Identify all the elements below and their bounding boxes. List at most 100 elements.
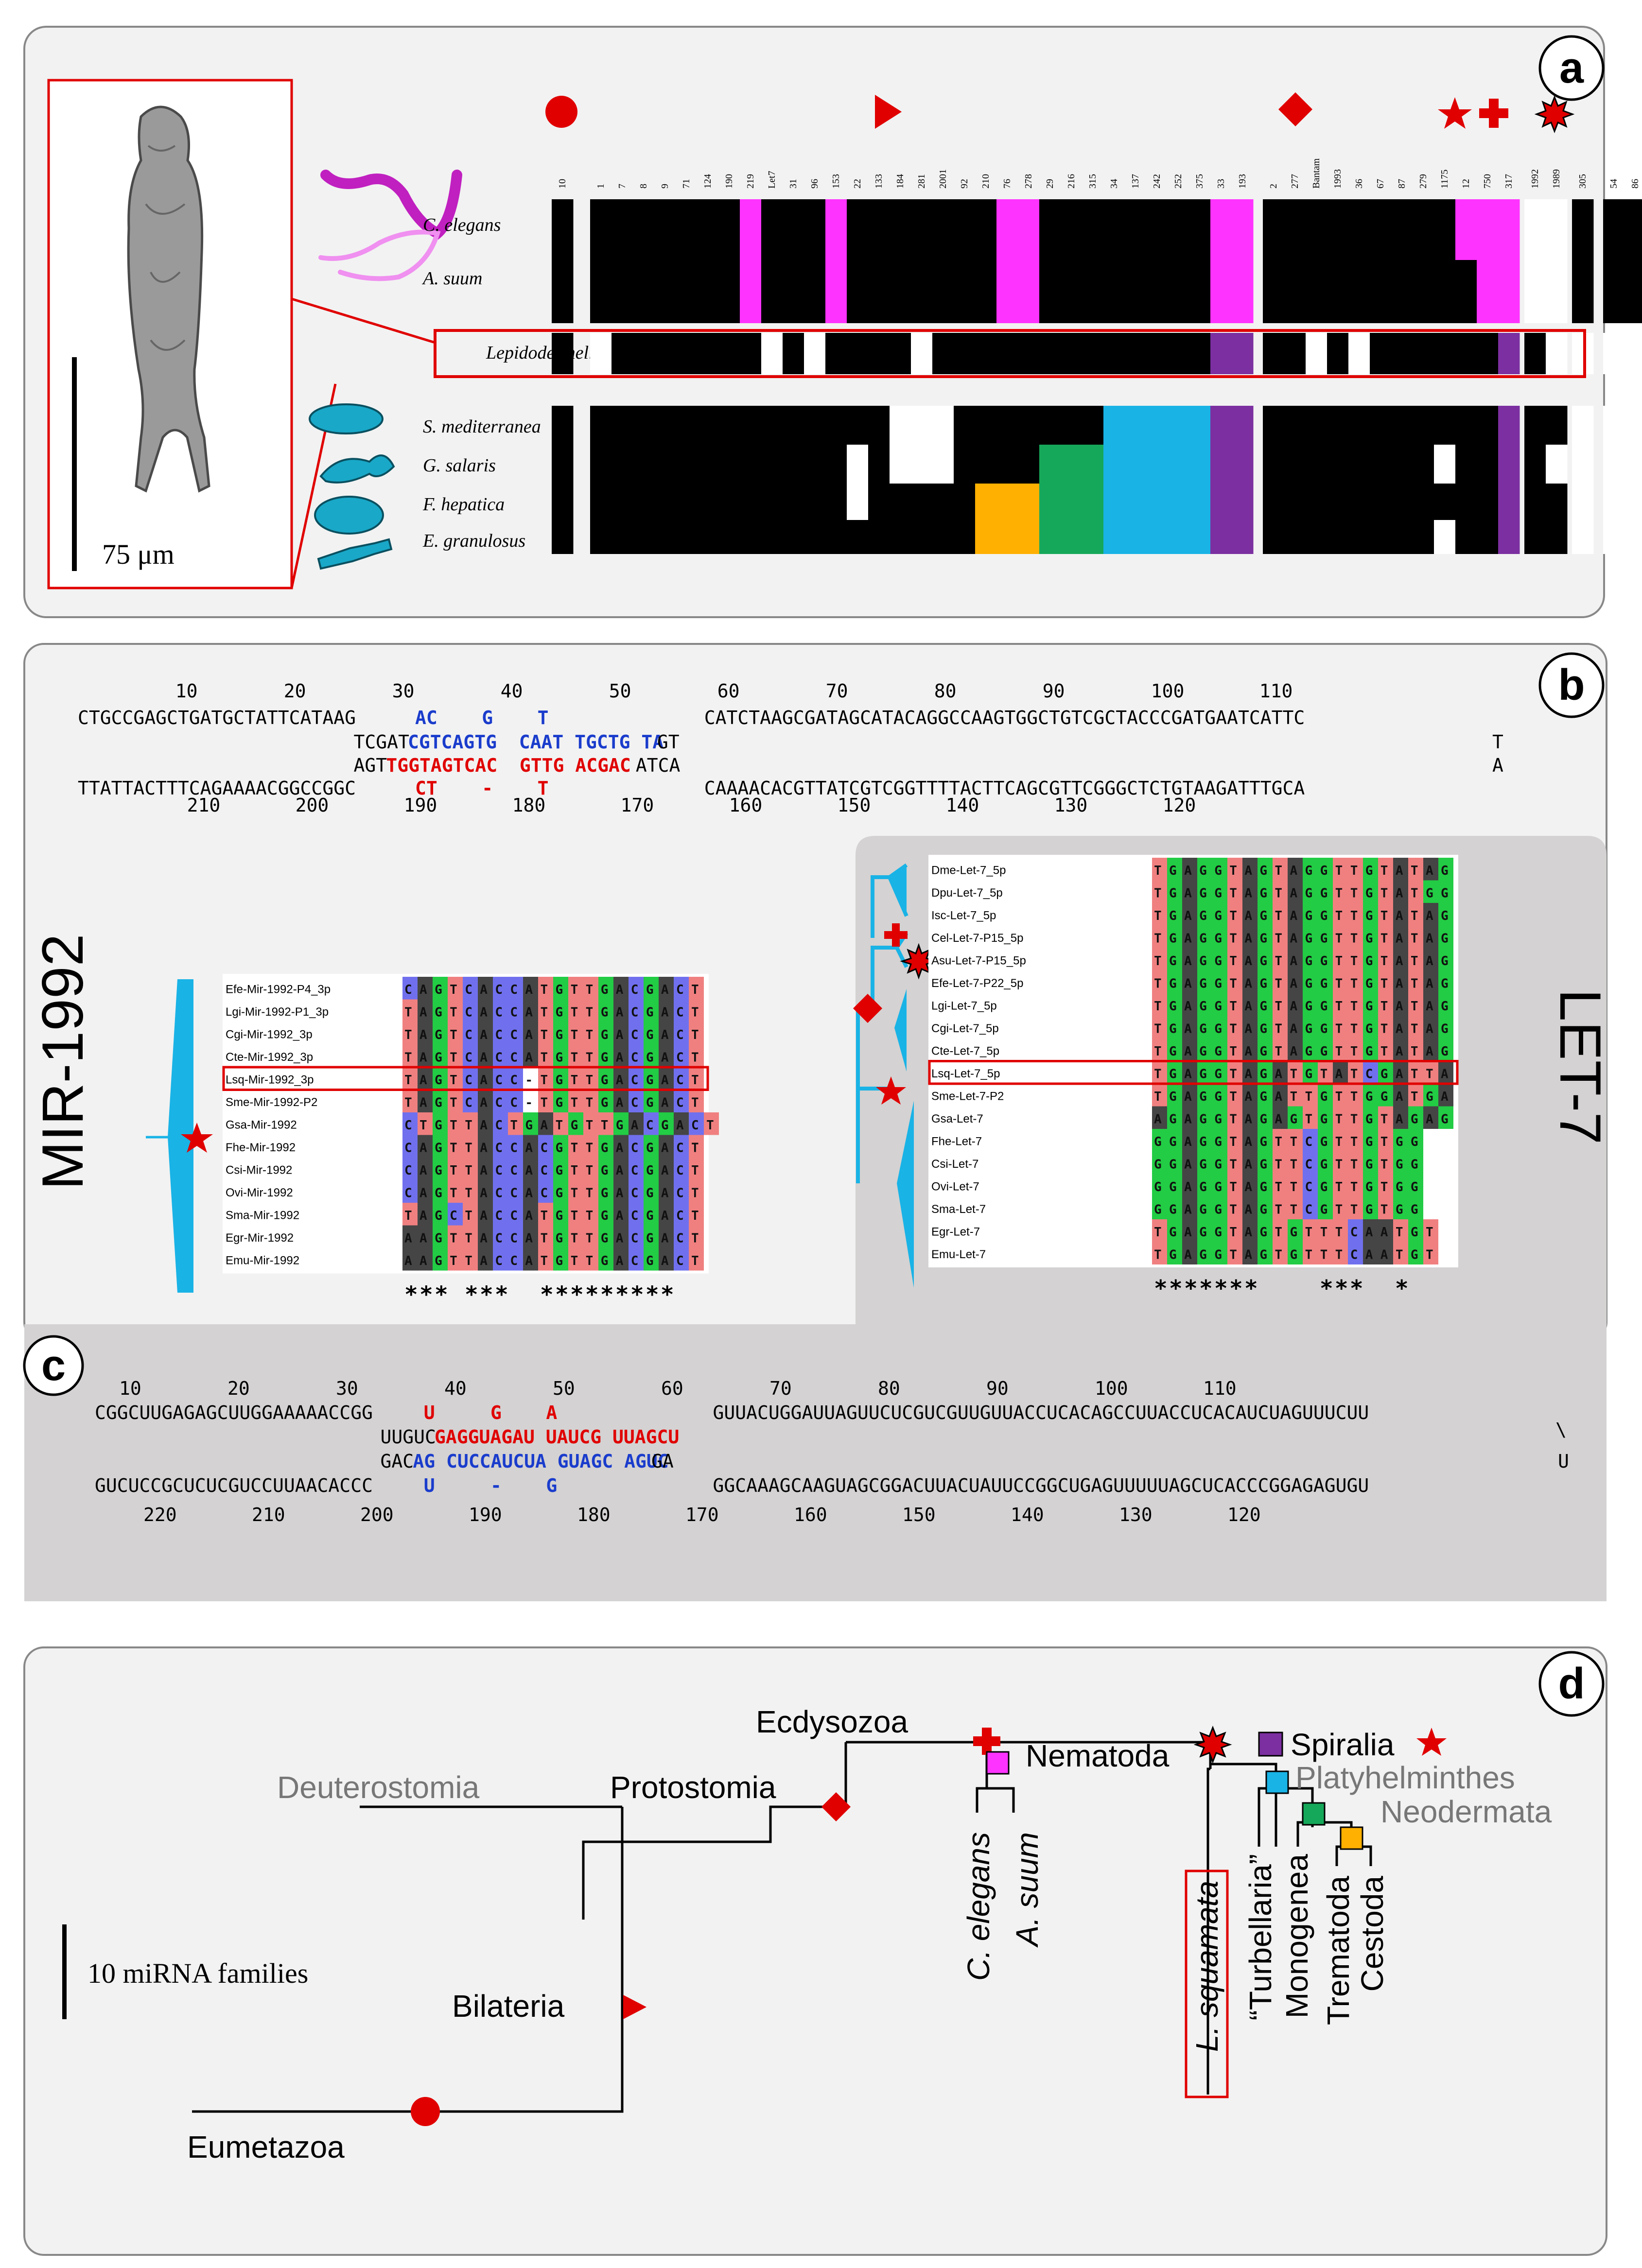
alignment-cell — [448, 1022, 463, 1045]
alignment-cell — [629, 999, 644, 1022]
matrix-cell — [1370, 406, 1392, 445]
alignment-cell — [493, 1135, 508, 1158]
matrix-cell — [1434, 333, 1456, 374]
alignment-cell — [1333, 1129, 1348, 1152]
alignment-cell — [402, 1203, 418, 1226]
alignment-cell — [1303, 1219, 1318, 1242]
alignment-cell — [1393, 1129, 1408, 1152]
family-label: 124 — [702, 174, 713, 189]
alignment-cell — [1318, 1219, 1333, 1242]
alignment-cell — [1152, 1242, 1167, 1264]
matrix-cell — [1061, 406, 1083, 445]
alignment-cell — [1318, 880, 1333, 903]
alignment-cell — [1197, 1084, 1212, 1107]
alignment-cell — [523, 999, 538, 1022]
seq-line: T — [1492, 731, 1503, 753]
alignment-cell — [1333, 880, 1348, 903]
matrix-cell — [1039, 484, 1061, 520]
alignment-cell — [1438, 1106, 1453, 1129]
ruler-tick: 30 — [392, 680, 415, 702]
alignment-cell — [1212, 1084, 1227, 1107]
matrix-cell — [1327, 199, 1349, 260]
alignment-cell — [1318, 1061, 1333, 1084]
matrix-cell — [611, 520, 633, 554]
matrix-cell — [1348, 406, 1370, 445]
alignment-cell — [674, 1225, 689, 1248]
matrix-cell — [1263, 406, 1285, 445]
matrix-cell — [1413, 260, 1434, 323]
alignment-cell — [508, 1135, 523, 1158]
platyhelminthes-box-icon — [1265, 1770, 1289, 1794]
alignment-cell — [613, 1225, 629, 1248]
alignment-cell — [1348, 1106, 1363, 1129]
matrix-cell — [1498, 484, 1520, 520]
alignment-cell — [1197, 1219, 1212, 1242]
sequence-text: TGAGGTAGTAGGTTGTATAG — [1154, 909, 1456, 923]
family-label: 315 — [1087, 174, 1098, 189]
alignment-cell — [1227, 1016, 1242, 1039]
alignment-cell — [1333, 1196, 1348, 1219]
alignment-cell — [689, 1090, 704, 1112]
matrix-cell — [890, 406, 911, 445]
family-label: 33 — [1216, 179, 1226, 189]
family-label: 36 — [1354, 179, 1364, 189]
matrix-cell — [1572, 520, 1594, 554]
alignment-cell — [1423, 1039, 1438, 1061]
alignment-cell — [1152, 948, 1167, 971]
alignment-cell — [463, 1203, 478, 1226]
alignment-cell — [1242, 925, 1258, 948]
alignment-cell — [598, 1067, 613, 1090]
alignment-cell — [583, 1022, 598, 1045]
alignment-cell — [1288, 858, 1303, 881]
alignment-cell — [659, 1248, 674, 1271]
alignment-cell — [1288, 948, 1303, 971]
alignment-cell — [418, 1067, 433, 1090]
alignment-cell — [553, 1203, 568, 1226]
alignment-cell — [478, 1090, 493, 1112]
alignment-cell — [1258, 1106, 1273, 1129]
matrix-cell — [1327, 484, 1349, 520]
matrix-cell — [1189, 260, 1211, 323]
alignment-cell — [1438, 1039, 1453, 1061]
family-label: 281 — [916, 174, 927, 189]
sequence-text: TGAGGTAGTGTTTCAATGT — [1154, 1247, 1441, 1262]
family-label: 277 — [1290, 174, 1300, 189]
matrix-cell — [825, 520, 847, 554]
alignment-cell — [493, 977, 508, 1000]
matrix-cell — [1103, 406, 1125, 445]
alignment-cell — [1273, 1219, 1288, 1242]
matrix-cell — [1370, 484, 1392, 520]
ruler-tick: 130 — [1054, 795, 1088, 816]
let-7-title: LET-7 — [1548, 989, 1613, 1144]
alignment-cell — [674, 1158, 689, 1180]
matrix-cell — [868, 484, 890, 520]
family-label: 184 — [895, 174, 906, 189]
matrix-cell — [1348, 260, 1370, 323]
alignment-cell — [418, 1135, 433, 1158]
matrix-cell — [804, 445, 826, 484]
mir-star-icon — [181, 1123, 213, 1153]
matrix-cell — [1327, 260, 1349, 323]
matrix-cell — [552, 333, 574, 374]
alignment-cell — [493, 1225, 508, 1248]
family-label: Bantam — [1311, 158, 1322, 189]
matrix-cell — [868, 199, 890, 260]
alignment-cell — [1303, 925, 1318, 948]
matrix-cell — [1327, 520, 1349, 554]
alignment-cell — [448, 1044, 463, 1067]
circle-icon — [545, 96, 577, 128]
seq-line: GT — [657, 731, 680, 753]
alignment-cell — [1378, 925, 1393, 948]
neodermata-box-icon — [1302, 1802, 1326, 1826]
matrix-cell — [783, 520, 804, 554]
alignment-cell — [1167, 1196, 1182, 1219]
matrix-cell — [1263, 199, 1285, 260]
alignment-cell — [1242, 1174, 1258, 1197]
alignment-cell — [1167, 925, 1182, 948]
matrix-cell — [1210, 260, 1232, 323]
matrix-cell — [847, 406, 869, 445]
matrix-cell — [954, 484, 976, 520]
matrix-cell — [1018, 520, 1040, 554]
alignment-cell — [568, 1225, 583, 1248]
